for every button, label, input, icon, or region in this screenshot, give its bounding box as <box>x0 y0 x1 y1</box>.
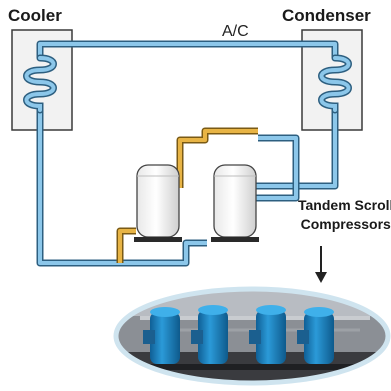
tandem-scroll-compressors-label: Tandem Scroll Compressors <box>298 196 391 234</box>
down-arrow-icon <box>315 246 327 283</box>
compressor-unit <box>150 307 180 364</box>
condenser-coil <box>318 54 352 114</box>
compressor-unit <box>304 307 334 364</box>
refrigerant-loop <box>36 40 339 267</box>
compressors-photo <box>113 286 391 386</box>
condenser-label: Condenser <box>282 6 371 25</box>
compressor-tank-left <box>134 164 182 242</box>
ac-label: A/C <box>222 23 249 40</box>
cooler-coil <box>23 54 57 114</box>
photo-frame <box>113 286 391 386</box>
suction-lines <box>116 127 258 263</box>
compressor-tank-right <box>211 164 259 242</box>
compressor-unit <box>256 305 286 364</box>
compressor-unit <box>198 305 228 364</box>
tandem-label-line2: Compressors <box>300 216 391 232</box>
tandem-label-line1: Tandem Scroll <box>298 197 391 213</box>
cooler-label: Cooler <box>8 6 62 25</box>
